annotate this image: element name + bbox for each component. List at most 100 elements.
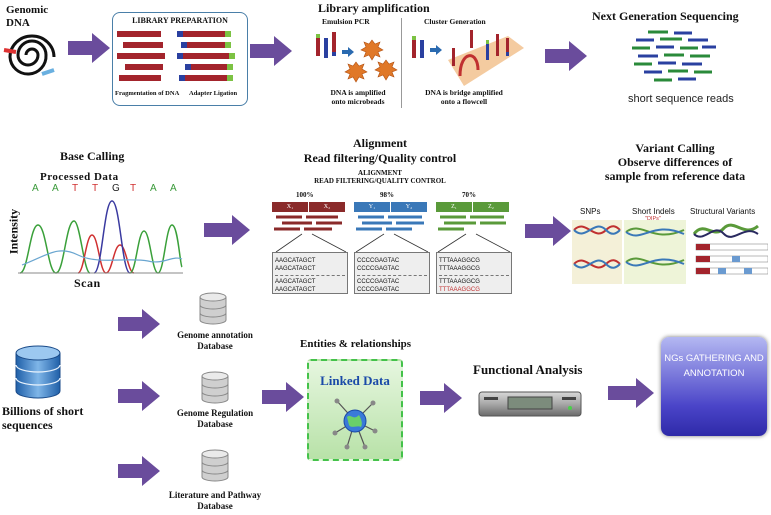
library-prep-title: LIBRARY PREPARATION bbox=[132, 16, 228, 25]
linked-data-box: Linked Data bbox=[307, 359, 403, 461]
seq-read: CCCCGAGTAC bbox=[357, 287, 400, 293]
segment-x2: X₂ bbox=[308, 202, 345, 212]
ngs-caption: short sequence reads bbox=[628, 93, 734, 105]
fragments-illustration bbox=[117, 31, 235, 81]
dna-coil-icon bbox=[3, 34, 56, 76]
emulsion-caption-line2: onto microbeads bbox=[331, 97, 385, 106]
annotation-db-line1: Genome annotation bbox=[177, 330, 253, 340]
variant-title-line2: Observe differences of bbox=[617, 155, 733, 169]
base-letter: T bbox=[130, 183, 137, 194]
adapter-ligation-label: Adapter Ligation bbox=[189, 90, 238, 97]
read-filtering-inner-title: READ FILTERING/QUALITY CONTROL bbox=[314, 177, 446, 185]
billions-line1: Billions of short bbox=[2, 404, 84, 418]
arrow-to-annotation-db bbox=[118, 309, 160, 339]
emulsion-pcr-title: Emulsion PCR bbox=[322, 17, 370, 26]
seq-read: AAGCATAGCT bbox=[275, 266, 316, 272]
annotation-db-line2: Database bbox=[197, 341, 233, 351]
arrow-amp-to-ngs bbox=[545, 41, 587, 71]
fragmentation-label: Fragmentation of DNA bbox=[115, 90, 180, 97]
seq-panel-y: CCCCGAGTAC CCCCGAGTAC CCCCGAGTAC CCCCGAG… bbox=[354, 252, 430, 294]
processed-data-label: Processed Data bbox=[40, 171, 119, 183]
seq-ref: CCCCGAGTAC bbox=[357, 258, 400, 264]
percent-100: 100% bbox=[296, 191, 314, 199]
arrow-libprep-to-amp bbox=[250, 36, 292, 66]
segment-z2: Z₂ bbox=[472, 202, 509, 212]
base-letter: G bbox=[112, 183, 120, 194]
literature-db-line1: Literature and Pathway bbox=[168, 490, 262, 500]
scan-axis-label: Scan bbox=[74, 276, 101, 290]
seq-ref: TTTAAAGGCG bbox=[439, 258, 480, 264]
intensity-axis-label: Intensity bbox=[6, 208, 21, 255]
cluster-gen-illustration bbox=[412, 30, 524, 86]
genomic-dna-label: Genomic DNA bbox=[6, 4, 48, 30]
arrow-basecalling-to-alignment bbox=[204, 215, 250, 245]
base-letter: A bbox=[52, 183, 59, 194]
genomic-line1: Genomic bbox=[6, 4, 49, 16]
seq-ref: AAGCATAGCT bbox=[275, 279, 316, 285]
ngs-gathering-box: NGs GATHERING AND ANNOTATION bbox=[661, 337, 767, 436]
short-reads-illustration bbox=[632, 30, 716, 82]
variant-illustrations bbox=[572, 220, 768, 284]
base-letters: A A T T G T A A bbox=[26, 183, 178, 195]
segment-y2: Y₂ bbox=[390, 202, 427, 212]
regulation-db-line2: Database bbox=[197, 419, 233, 429]
ngs-title: Next Generation Sequencing bbox=[592, 9, 739, 23]
seq-read: TTTAAAGGCG bbox=[439, 266, 480, 272]
annotation-db-label: Genome annotation Database bbox=[160, 330, 270, 352]
percent-70: 70% bbox=[462, 191, 476, 199]
literature-db-label: Literature and Pathway Database bbox=[155, 490, 275, 512]
chromatogram-plot bbox=[18, 200, 183, 274]
seq-ref: CCCCGAGTAC bbox=[357, 279, 400, 285]
amp-divider bbox=[401, 18, 402, 108]
arrow-to-regulation-db bbox=[118, 381, 160, 411]
variant-calling-title: Variant Calling Observe differences of s… bbox=[580, 141, 770, 183]
seq-panel-z: TTTAAAGGCG TTTAAAGGCG TTTAAAGGCG TTTAAAG… bbox=[436, 252, 512, 294]
seq-read: AAGCATAGCT bbox=[275, 287, 316, 293]
cluster-caption-line1: DNA is bridge amplified bbox=[425, 88, 503, 97]
emulsion-caption-line1: DNA is amplified bbox=[330, 88, 386, 97]
library-prep-box: LIBRARY PREPARATION Fragmentation of DNA… bbox=[112, 12, 248, 106]
base-letter: T bbox=[92, 183, 99, 194]
emulsion-caption: DNA is amplified onto microbeads bbox=[314, 88, 402, 106]
regulation-db-label: Genome Regulation Database bbox=[160, 408, 270, 430]
cluster-gen-title: Cluster Generation bbox=[424, 17, 486, 26]
cluster-caption: DNA is bridge amplified onto a flowcell bbox=[404, 88, 524, 106]
functional-analysis-title: Functional Analysis bbox=[473, 362, 583, 377]
segment-x1: X₁ bbox=[272, 202, 308, 212]
library-amp-title: Library amplification bbox=[318, 1, 430, 15]
billions-label: Billions of short sequences bbox=[2, 404, 83, 432]
dips-label: "DIPs" bbox=[645, 216, 661, 222]
short-indels-label: Short Indels bbox=[632, 207, 675, 216]
seq-read-mismatch: TTTAAAGGCG bbox=[439, 287, 480, 293]
literature-db-line2: Database bbox=[197, 501, 233, 511]
base-letter: A bbox=[150, 183, 157, 194]
seq-read: CCCCGAGTAC bbox=[357, 266, 400, 272]
base-letter: A bbox=[170, 183, 177, 194]
arrow-alignment-to-variant bbox=[525, 216, 571, 246]
ngs-gathering-line2: ANNOTATION bbox=[683, 368, 745, 379]
annotation-db-icon bbox=[199, 292, 227, 325]
snps-label: SNPs bbox=[580, 207, 601, 216]
cluster-caption-line2: onto a flowcell bbox=[440, 97, 488, 106]
billions-line2: sequences bbox=[2, 418, 53, 432]
sequences-database-icon bbox=[15, 345, 61, 399]
arrow-linked-to-functional bbox=[420, 383, 462, 413]
base-letter: A bbox=[32, 183, 39, 194]
read-filtering-title: Read filtering/Quality control bbox=[303, 151, 457, 165]
percent-98: 98% bbox=[380, 191, 394, 199]
globe-network-icon bbox=[332, 398, 378, 450]
linked-data-label: Linked Data bbox=[320, 373, 390, 388]
seq-ref: AAGCATAGCT bbox=[275, 258, 316, 264]
alignment-title: Alignment bbox=[353, 136, 407, 150]
arrow-to-literature-db bbox=[118, 456, 160, 486]
ngs-gathering-text: NGs GATHERING AND ANNOTATION bbox=[661, 351, 767, 381]
regulation-db-icon bbox=[201, 371, 229, 404]
sequence-panels: AAGCATAGCT AAGCATAGCT AAGCATAGCT AAGCATA… bbox=[272, 252, 512, 294]
emulsion-pcr-illustration bbox=[316, 32, 398, 83]
variant-title-line1: Variant Calling bbox=[635, 141, 715, 155]
literature-db-icon bbox=[201, 449, 229, 482]
genomic-line2: DNA bbox=[6, 17, 30, 29]
arrow-db-to-linked bbox=[262, 382, 304, 412]
base-calling-title: Base Calling bbox=[60, 149, 125, 163]
